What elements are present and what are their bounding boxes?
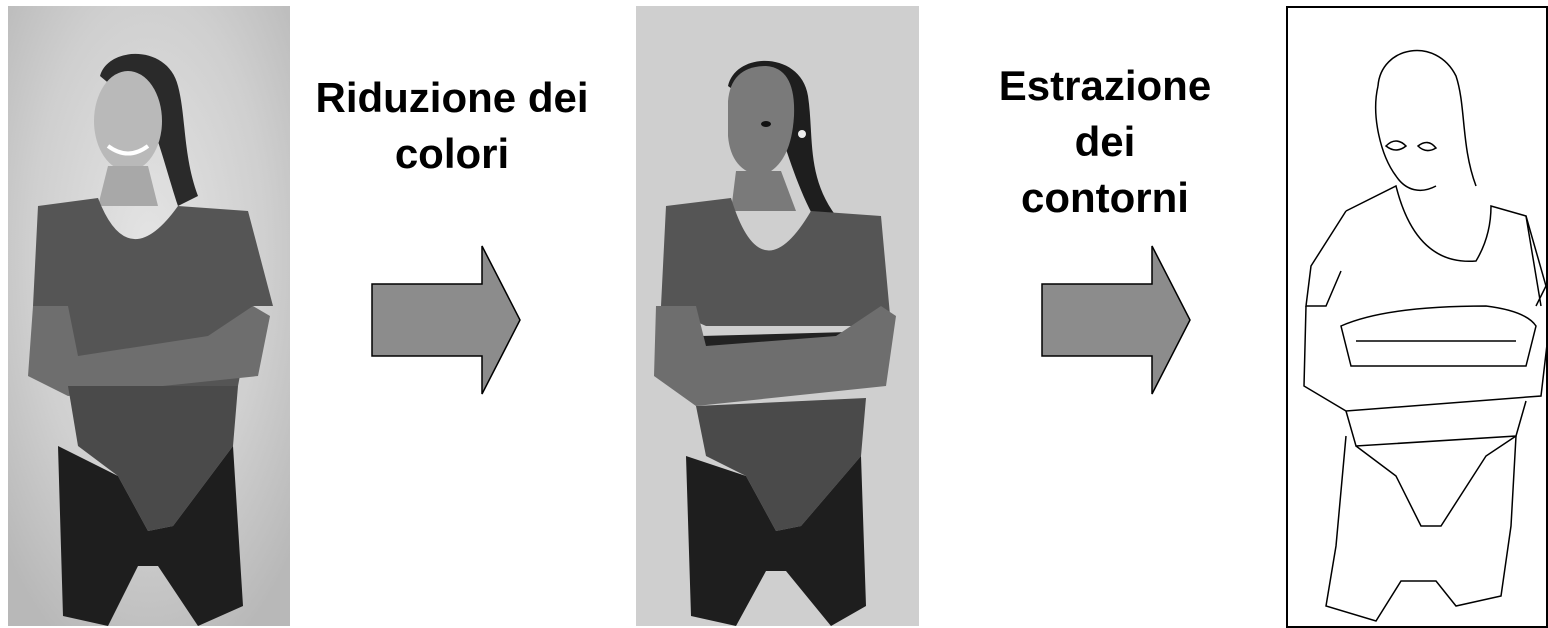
contour-image: [1286, 6, 1548, 628]
arrow-right-icon: [370, 244, 522, 396]
label-line: Estrazione: [998, 62, 1212, 109]
label-line: colori: [394, 129, 510, 177]
step-label-contour-extraction: Estrazione dei contorni: [960, 58, 1250, 226]
label-line: Riduzione dei: [315, 74, 589, 121]
label-line: contorni: [1021, 173, 1189, 221]
step-label-color-reduction: Riduzione dei colori: [282, 70, 622, 182]
arrow-right-icon: [1040, 244, 1192, 396]
color-reduced-image: [636, 6, 919, 626]
label-line: dei: [1074, 117, 1136, 165]
original-photo: [8, 6, 290, 626]
